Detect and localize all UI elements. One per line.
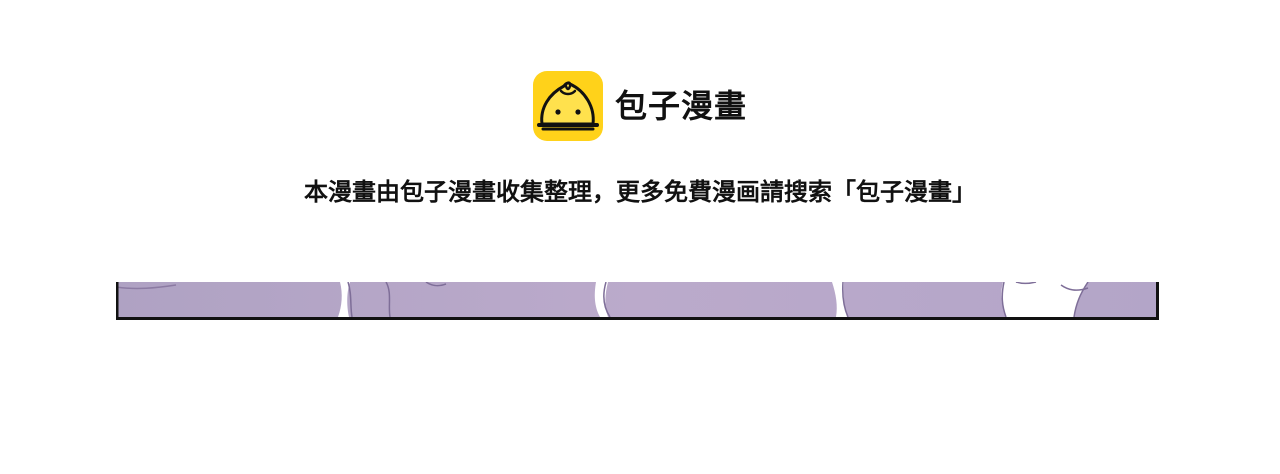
notice-text: 本漫畫由包子漫畫收集整理，更多免費漫画請搜索「包子漫畫」: [304, 178, 976, 206]
brand-name: 包子漫畫: [615, 87, 748, 125]
steamed-bun-icon: [533, 71, 603, 141]
comic-panel: [116, 282, 1159, 320]
brand-header: 包子漫畫: [533, 71, 747, 141]
